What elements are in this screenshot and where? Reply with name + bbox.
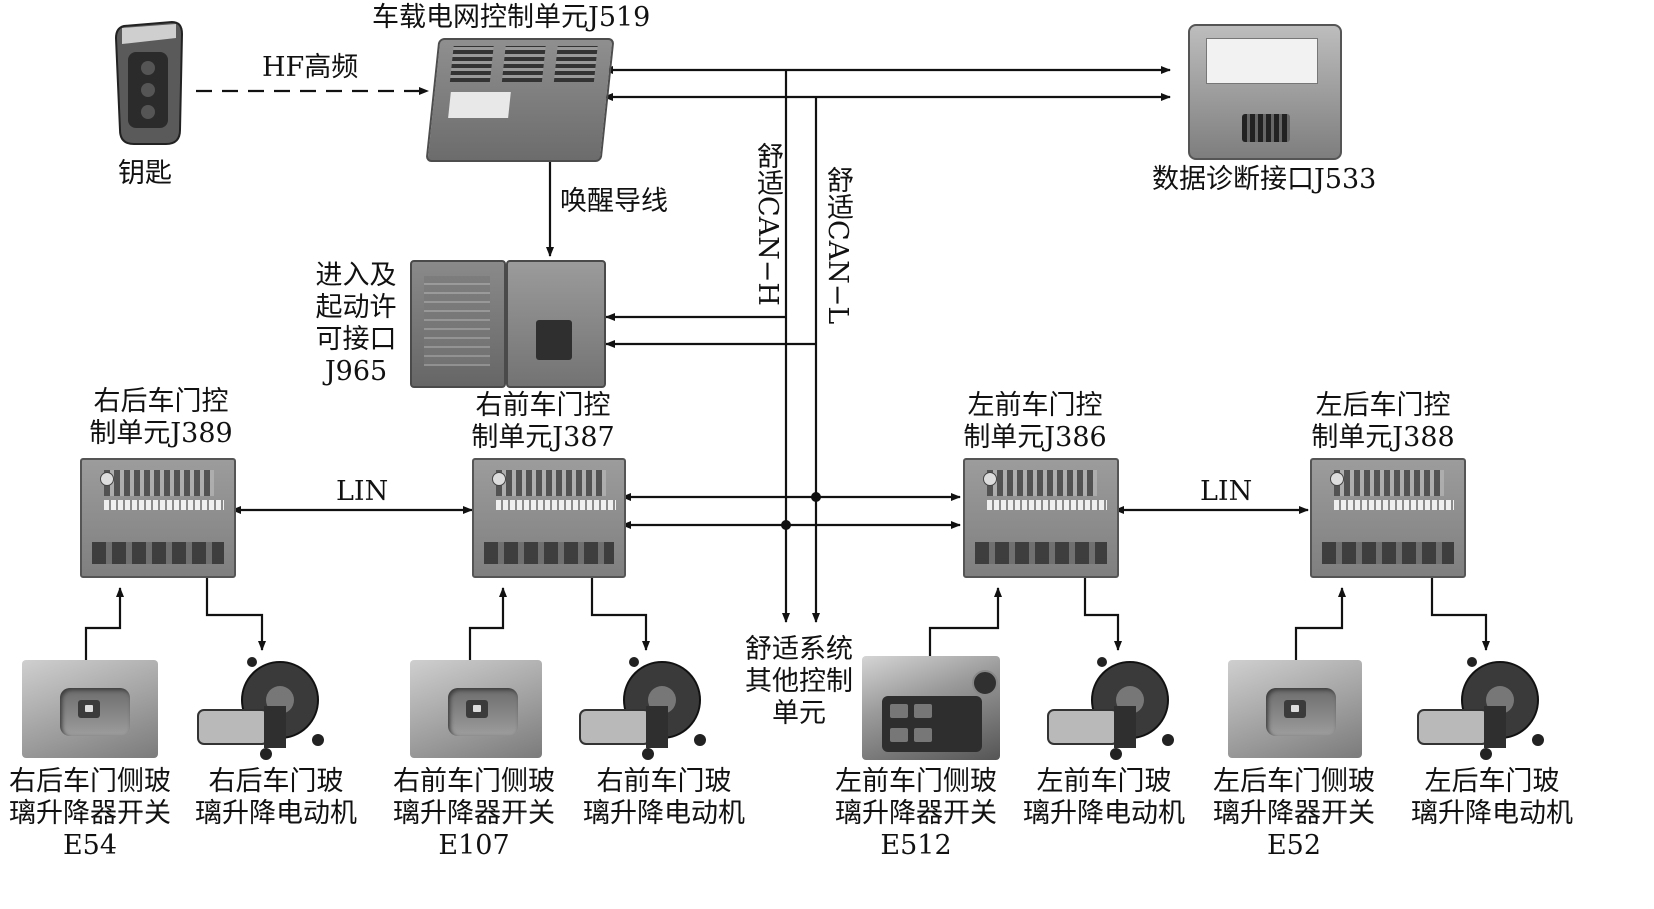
bcm-label: 车载电网控制单元J519 (372, 2, 651, 33)
motor-lr-label: 左后车门玻 璃升降电动机 (1400, 766, 1584, 830)
kessy-line-1: 进入及 (315, 260, 397, 291)
switch-e54-image (22, 660, 158, 758)
kessy-label: 进入及 起动许 可接口 J965 (306, 260, 406, 388)
door-unit-rr (80, 458, 236, 578)
other-units-line-1: 舒适系统 (745, 634, 853, 665)
lin-label-left: LIN (1200, 476, 1253, 507)
switch-e512-line-2: 璃升降器开关 (835, 798, 997, 829)
switch-e52-line-1: 左后车门侧玻 (1213, 766, 1375, 797)
door-unit-rr-line-1: 右后车门控 (93, 386, 229, 417)
motor-rr-label: 右后车门玻 璃升降电动机 (184, 766, 368, 830)
door-unit-rr-label: 右后车门控 制单元J389 (76, 386, 246, 450)
door-unit-lr-label: 左后车门控 制单元J388 (1298, 390, 1468, 454)
switch-e107-label: 右前车门侧玻 璃升降器开关 E107 (384, 766, 564, 862)
other-units-label: 舒适系统 其他控制 单元 (724, 634, 874, 730)
door-unit-lf (963, 458, 1119, 578)
door-unit-lf-line-2: 制单元J386 (963, 422, 1107, 453)
motor-lf-line-1: 左前车门玻 (1036, 766, 1172, 797)
kessy-line-3: 可接口 (315, 324, 397, 355)
motor-lf-label: 左前车门玻 璃升降电动机 (1012, 766, 1196, 830)
switch-e52-code: E52 (1266, 830, 1322, 861)
other-units-line-3: 单元 (772, 698, 826, 729)
e52-link (1294, 587, 1346, 660)
switch-e54-line-2: 璃升降器开关 (9, 798, 171, 829)
gateway-label: 数据诊断接口J533 (1152, 164, 1377, 195)
switch-e52-image (1228, 660, 1362, 758)
switch-e52-line-2: 璃升降器开关 (1213, 798, 1375, 829)
lr-motor-link (1430, 575, 1490, 651)
door-unit-lf-line-1: 左前车门控 (967, 390, 1103, 421)
lf-motor-link (1083, 575, 1122, 651)
motor-rf-line-1: 右前车门玻 (596, 766, 732, 797)
motor-rr-icon (197, 657, 324, 760)
wakeup-label: 唤醒导线 (560, 186, 668, 217)
key-label: 钥匙 (118, 158, 172, 189)
switch-e512-label: 左前车门侧玻 璃升降器开关 E512 (826, 766, 1006, 862)
junction-can-h (781, 520, 791, 530)
motor-rf-label: 右前车门玻 璃升降电动机 (572, 766, 756, 830)
door-unit-rf-line-1: 右前车门控 (475, 390, 611, 421)
door-unit-lr (1310, 458, 1466, 578)
switch-e107-line-2: 璃升降器开关 (393, 798, 555, 829)
kessy-line-2: 起动许 (315, 292, 397, 323)
switch-e107-image (410, 660, 542, 758)
rr-motor-link (205, 575, 266, 651)
motor-rf-icon (579, 657, 706, 760)
door-unit-lf-label: 左前车门控 制单元J386 (950, 390, 1120, 454)
door-unit-lr-line-2: 制单元J388 (1311, 422, 1455, 453)
kessy-module-b (506, 260, 606, 388)
motor-lf-icon (1047, 657, 1174, 760)
door-unit-rf-label: 右前车门控 制单元J387 (458, 390, 628, 454)
key-fob-icon (114, 20, 184, 145)
can-h-label: 舒适CAN−H (752, 142, 783, 306)
motor-lf-line-2: 璃升降电动机 (1023, 798, 1185, 829)
switch-e54-line-1: 右后车门侧玻 (9, 766, 171, 797)
motor-rr-line-2: 璃升降电动机 (195, 798, 357, 829)
can-l-label: 舒适CAN−L (822, 166, 853, 325)
other-units-line-2: 其他控制 (745, 666, 853, 697)
motor-lr-icon (1417, 657, 1544, 760)
e54-link (84, 587, 124, 660)
switch-e107-code: E107 (438, 830, 510, 861)
gateway-module (1188, 24, 1342, 160)
switch-e512-image (862, 656, 1000, 760)
switch-e512-line-1: 左前车门侧玻 (835, 766, 997, 797)
motor-lr-line-2: 璃升降电动机 (1411, 798, 1573, 829)
motor-lr-line-1: 左后车门玻 (1424, 766, 1560, 797)
door-unit-rf (472, 458, 626, 578)
motor-rf-line-2: 璃升降电动机 (583, 798, 745, 829)
switch-e512-code: E512 (880, 830, 952, 861)
motor-rr-line-1: 右后车门玻 (208, 766, 344, 797)
switch-e54-code: E54 (62, 830, 118, 861)
junction-can-l (811, 492, 821, 502)
kessy-line-4: J965 (324, 356, 388, 387)
rf-motor-link (590, 575, 650, 651)
e107-link (468, 587, 507, 660)
bcm-module (425, 38, 615, 162)
kessy-module-a (410, 260, 506, 388)
hf-label: HF高频 (262, 52, 359, 83)
switch-e52-label: 左后车门侧玻 璃升降器开关 E52 (1204, 766, 1384, 862)
lin-label-right: LIN (336, 476, 389, 507)
e512-link (928, 587, 1002, 660)
door-unit-rf-line-2: 制单元J387 (471, 422, 615, 453)
switch-e54-label: 右后车门侧玻 璃升降器开关 E54 (0, 766, 180, 862)
door-unit-lr-line-1: 左后车门控 (1315, 390, 1451, 421)
switch-e107-line-1: 右前车门侧玻 (393, 766, 555, 797)
door-unit-rr-line-2: 制单元J389 (89, 418, 233, 449)
